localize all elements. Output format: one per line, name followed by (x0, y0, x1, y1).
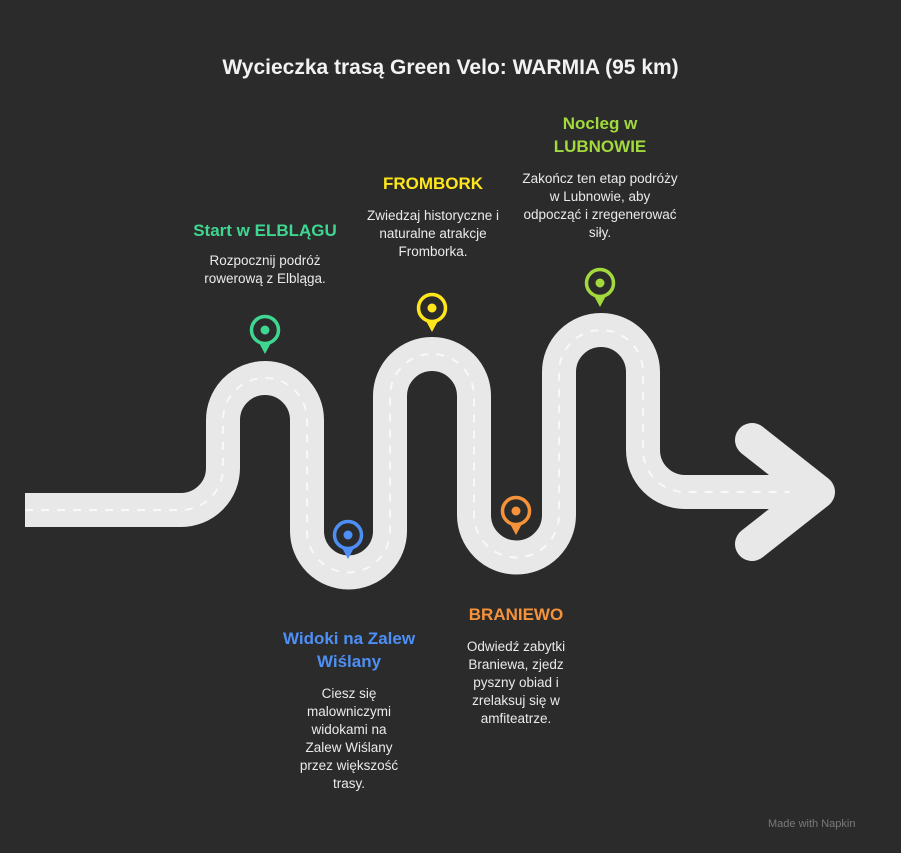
stop-nocleg: Nocleg w LUBNOWIE Zakończ ten etap podró… (515, 112, 685, 242)
stop-heading: FROMBORK (382, 174, 484, 193)
stop-heading: Widoki na Zalew Wiślany (282, 629, 416, 671)
arrow-head-icon (735, 423, 835, 561)
stop-description: Zakończ ten etap podróży w Lubnowie, aby… (522, 171, 678, 240)
stop-description: Zwiedzaj historyczne i naturalne atrakcj… (366, 208, 500, 259)
braniewo-map-pin-icon (500, 495, 532, 535)
stop-frombork: FROMBORK Zwiedzaj historyczne i naturaln… (353, 172, 513, 261)
nocleg-map-pin-icon (584, 267, 616, 307)
stop-braniewo: BRANIEWO Odwiedź zabytki Braniewa, zjedz… (441, 603, 591, 728)
stop-zalew: Widoki na Zalew Wiślany Ciesz się malown… (274, 627, 424, 793)
stop-description: Rozpocznij podróż rowerową z Elbląga. (204, 253, 326, 286)
napkin-watermark: Made with Napkin (768, 818, 856, 830)
stop-heading: Nocleg w LUBNOWIE (553, 114, 647, 156)
road (25, 313, 835, 590)
stop-heading: Start w ELBLĄGU (193, 221, 337, 240)
frombork-map-pin-icon (416, 292, 448, 332)
start-map-pin-icon (249, 314, 281, 354)
stop-description: Odwiedź zabytki Braniewa, zjedz pyszny o… (466, 639, 566, 726)
stop-heading: BRANIEWO (468, 605, 564, 624)
stop-start: Start w ELBLĄGU Rozpocznij podróż rowero… (180, 219, 350, 288)
stop-description: Ciesz się malowniczymi widokami na Zalew… (299, 686, 399, 791)
zalew-map-pin-icon (332, 519, 364, 559)
diagram-title: Wycieczka trasą Green Velo: WARMIA (95 k… (222, 56, 679, 79)
